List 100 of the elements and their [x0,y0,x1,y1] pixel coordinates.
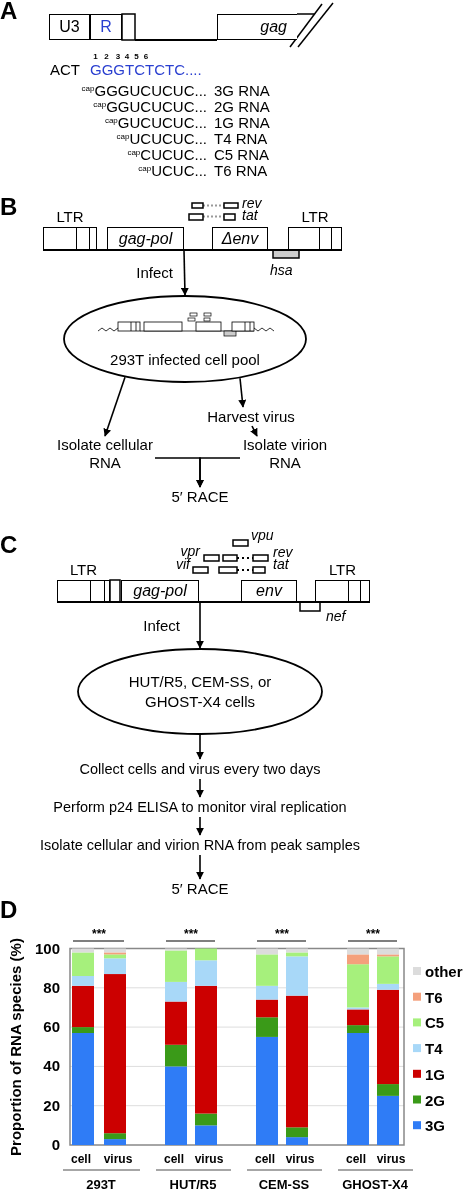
category-label: cell [255,1152,275,1166]
panel-letter: A [0,0,18,25]
axis-title: Proportion of RNA species (%) [6,938,24,1156]
tick-label: 0 [51,1136,60,1153]
step-text: Isolate virion RNA [240,436,330,472]
position-number: 2 [104,53,109,62]
gene-label: vif [176,557,190,571]
region-label: LTR [301,207,329,227]
tick-label: 20 [43,1096,60,1114]
group-label: HUT/R5 [169,1177,217,1192]
sequence-text: $^{cap}$CUCUC... [127,147,207,164]
legend-label: T4 [425,1040,443,1058]
arrow [196,601,204,649]
step-text: Isolate cellular and virion RNA from peak samples [0,835,400,855]
gene-segment-box: gag [217,14,297,40]
arrow [250,425,258,437]
category-label: cell [71,1152,91,1166]
group-label: CEM-SS [258,1177,310,1192]
position-number: 3 [115,53,121,62]
cell-ellipse [63,295,307,383]
position-number: 1 [93,53,98,62]
gene-segment-box: U3 [49,14,90,40]
legend-label: 2G [425,1091,445,1109]
gene-segment-box: gag-pol [107,227,184,250]
gene-label: rev [273,545,293,559]
gene-label: hsa [270,263,293,277]
gene-label: tat [273,557,289,571]
region-label: LTR [56,207,84,227]
sequence-text: $^{cap}$GUCUCUC... [104,115,207,132]
backbone-line [57,601,370,603]
arrow [180,249,189,296]
group-label: GHOST-X4 [342,1177,408,1192]
edge-label: Infect [143,618,180,633]
gene-label: tat [242,208,258,222]
arrow [238,377,247,408]
arrow [196,816,204,836]
step-text: 5′ RACE [160,879,240,899]
arrow [103,376,126,437]
position-number: 5 [134,53,139,62]
edge-label: Infect [136,265,173,280]
gene-segment-box: gag-pol [121,580,199,602]
backbone-line [43,249,342,251]
panel-letter: C [0,532,18,559]
legend-label: T6 [425,988,443,1006]
sequence-text: $^{cap}$GGUCUCUC... [93,99,207,116]
ellipse-label: HUT/R5, CEM-SS, or GHOST-X4 cells [127,672,273,711]
position-number: 4 [124,53,130,62]
significance-mark: *** [366,927,380,941]
position-number: 6 [143,53,149,62]
legend-label: other [425,963,463,980]
category-label: virus [103,1152,133,1166]
arrow [196,734,204,760]
rna-label: 1G RNA [214,115,270,132]
gene-label: rev [242,196,262,210]
category-label: virus [194,1152,224,1166]
panel-letter: B [0,194,18,221]
category-label: virus [285,1152,315,1166]
region-label: LTR [328,560,357,580]
step-text: Harvest virus [196,407,306,426]
tick-label: 100 [34,939,60,957]
significance-mark: *** [92,927,106,941]
category-label: cell [346,1152,366,1166]
sequence-text: $^{cap}$GGGUCUCUC... [81,83,207,100]
panel-letter: D [0,897,18,924]
cell-ellipse [77,648,323,735]
step-text: Perform p24 ELISA to monitor viral replication [10,797,390,817]
rna-label: 2G RNA [214,99,270,116]
rna-label: 3G RNA [214,83,270,100]
significance-mark: *** [184,927,198,941]
gene-segment-box: R [90,14,122,40]
gene-label: nef [326,609,346,623]
significance-mark: *** [275,927,289,941]
rna-label: C5 RNA [214,147,269,164]
sequence-text: ACT [50,62,80,79]
group-label: 293T [86,1177,116,1192]
sequence-text: GGGTCTCTC.... [90,62,202,79]
gene-segment-box: Δenv [212,227,268,250]
sequence-text: $^{cap}$UCUCUC... [116,131,207,148]
sequence-text: $^{cap}$UCUC... [138,163,207,180]
step-text: Collect cells and virus every two days [40,759,360,779]
rna-label: T4 RNA [214,131,268,148]
tick-label: 80 [43,978,60,996]
category-label: cell [164,1152,184,1166]
arrow [196,854,204,880]
legend-label: C5 [425,1014,445,1032]
step-text: 5′ RACE [160,487,240,506]
arrow [196,778,204,798]
step-text: Isolate cellular RNA [55,436,155,472]
tick-label: 60 [43,1018,60,1036]
backbone-line [135,39,217,41]
region-label: LTR [69,560,98,580]
legend-label: 3G [425,1117,445,1135]
ellipse-label: 293T infected cell pool [110,349,260,369]
gene-label: vpr [180,544,200,558]
gene-segment-box: env [241,580,297,602]
arrow [196,457,241,488]
category-label: virus [376,1152,406,1166]
legend-label: 1G [425,1065,445,1083]
gene-label: vpu [251,528,274,542]
rna-label: T6 RNA [214,163,268,180]
